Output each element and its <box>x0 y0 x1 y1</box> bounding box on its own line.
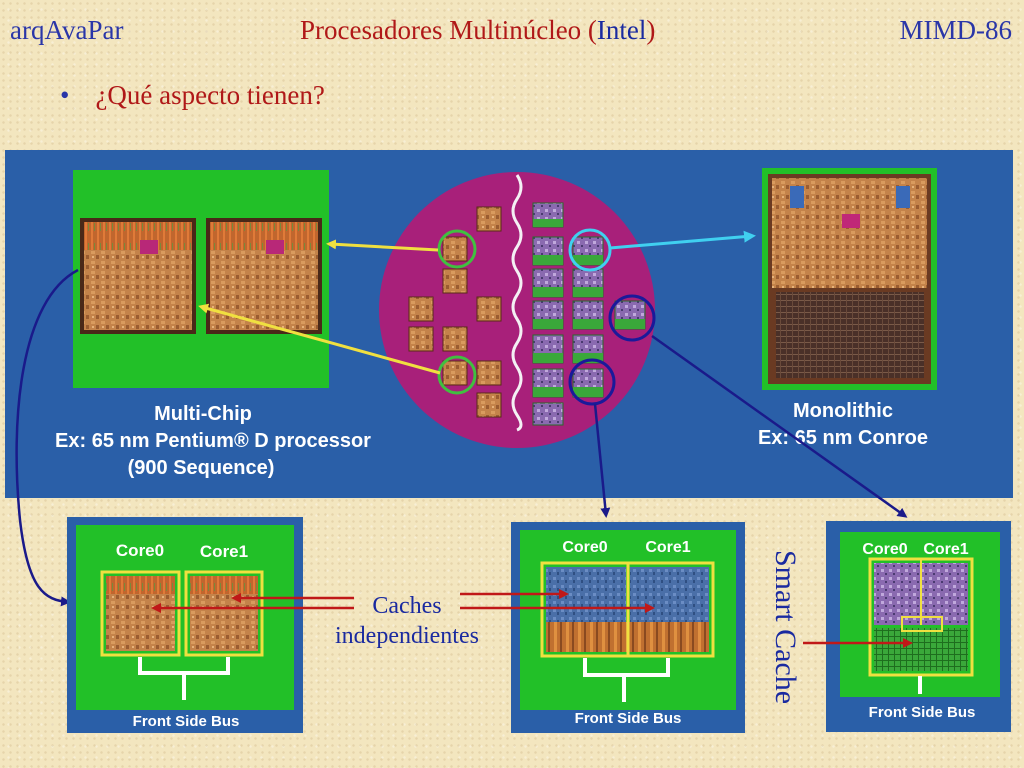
monolithic-label: Monolithic <box>793 400 893 422</box>
highlight-circle-blue-2 <box>568 358 616 406</box>
bullet-text: ¿Qué aspecto tienen? <box>95 80 325 110</box>
multichip-sequence: (900 Sequence) <box>128 457 275 479</box>
multichip-label: Multi-Chip <box>154 403 252 425</box>
caches-arrows <box>151 589 655 613</box>
multichip-die-2 <box>206 218 322 334</box>
highlight-circle-green-1 <box>437 229 477 269</box>
left-core0-label: Core0 <box>116 541 164 560</box>
left-fsb-label: Front Side Bus <box>133 713 240 730</box>
middle-core0-label: Core0 <box>562 539 607 556</box>
header-right: MIMD-86 <box>899 15 1013 45</box>
right-core1-label: Core1 <box>923 541 968 558</box>
middle-fsb-label: Front Side Bus <box>575 710 682 727</box>
middle-core1-label: Core1 <box>645 539 690 556</box>
caches-label-line1: Caches <box>372 593 441 619</box>
multichip-package <box>73 170 329 388</box>
highlight-circle-blue-1 <box>608 294 656 342</box>
multichip-example: Ex: 65 nm Pentium® D processor <box>55 430 371 452</box>
bottom-panel-middle: Core0 Core1 Front Side Bus <box>511 522 745 733</box>
page-title: Procesadores Multinúcleo (Intel) <box>300 14 655 46</box>
right-core0-label: Core0 <box>862 541 907 558</box>
wafer-right-dies <box>532 202 646 426</box>
title-part2: ) <box>646 15 656 45</box>
highlight-circle-green-2 <box>437 355 477 395</box>
connector-smart-cache <box>651 334 908 518</box>
left-core1-label: Core1 <box>200 542 248 561</box>
arrow-yellow-2 <box>198 303 441 375</box>
bottom-panel-left: Core0 Core1 Front Side Bus <box>67 517 303 733</box>
title-part1: Procesadores Multinúcleo ( <box>300 15 597 45</box>
wafer <box>379 172 656 448</box>
caches-label-line2: independientes <box>335 623 479 649</box>
connector-multichip <box>15 268 79 607</box>
arrow-cyan <box>609 230 756 250</box>
title-intel: Intel <box>596 15 647 45</box>
highlight-circle-cyan <box>568 228 612 272</box>
arrow-yellow-1 <box>326 239 439 252</box>
header-left: arqAvaPar <box>10 15 124 45</box>
monolithic-example: Ex: 65 nm Conroe <box>758 427 928 449</box>
wafer-divider <box>511 174 523 432</box>
multichip-die-1 <box>80 218 196 334</box>
smart-cache-label: Smart Cache <box>769 550 802 704</box>
monolithic-die <box>762 168 937 390</box>
bullet-item: • ¿Qué aspecto tienen? <box>60 80 325 111</box>
bottom-panel-right: Core0 Core1 Front Side Bus <box>826 521 1011 732</box>
connector-conroe <box>593 403 611 518</box>
right-fsb-label: Front Side Bus <box>869 704 976 721</box>
wafer-left-dies <box>408 206 502 418</box>
bullet-dot: • <box>60 80 70 110</box>
